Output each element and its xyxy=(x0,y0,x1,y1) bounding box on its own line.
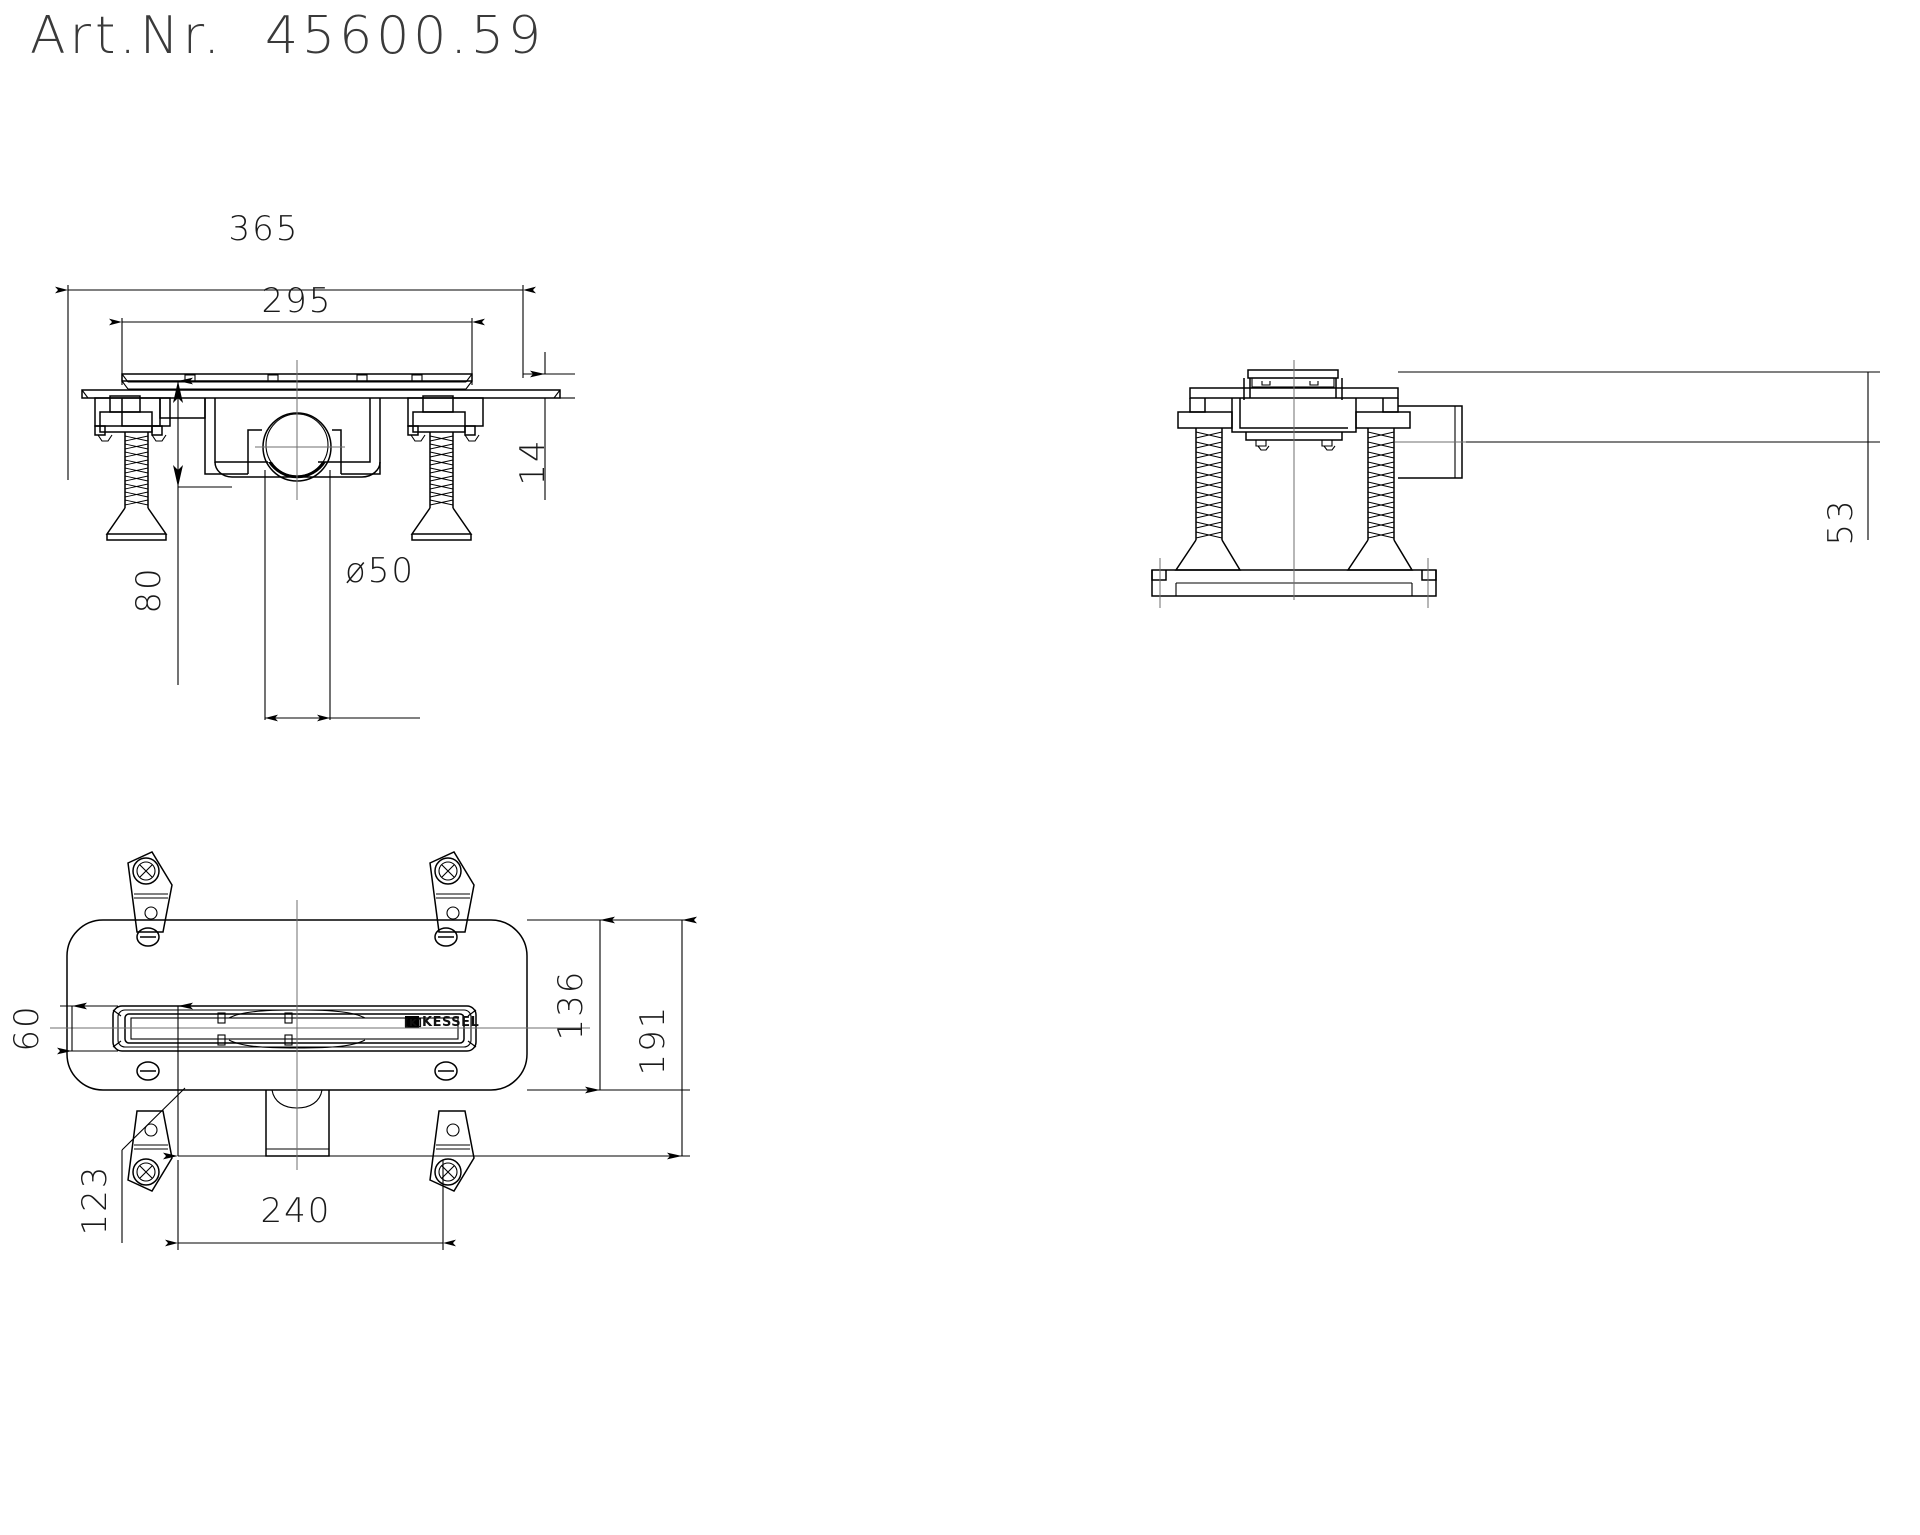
channel-body xyxy=(121,398,381,482)
adjustable-foot-left xyxy=(94,395,171,541)
kessel-logo-text: KESSEL xyxy=(422,1015,479,1030)
dimension-53 xyxy=(1398,371,1880,540)
threaded-rod-right xyxy=(429,432,454,508)
dim-label-191: 191 xyxy=(633,1005,673,1076)
adjustable-foot-right xyxy=(407,395,484,541)
dimension-80 xyxy=(173,377,232,685)
dim-label-136: 136 xyxy=(551,970,591,1041)
flange-plate xyxy=(81,389,561,399)
side-foot-left xyxy=(1174,428,1242,571)
side-elevation-view xyxy=(1151,360,1880,608)
bracket-bottom-right xyxy=(429,1110,475,1192)
dimension-240 xyxy=(163,1002,690,1250)
plan-view: [K] KESSEL xyxy=(50,851,697,1250)
page-title: Art.Nr. 45600.59 xyxy=(30,6,546,66)
kessel-logo: [K] KESSEL xyxy=(404,1015,479,1030)
dim-label-60: 60 xyxy=(7,1004,47,1051)
plan-screws xyxy=(136,927,458,1081)
dimension-60 xyxy=(57,1002,118,1055)
bracket-bottom-left xyxy=(127,1110,173,1192)
dim-label-365: 365 xyxy=(229,209,300,249)
dimension-365 xyxy=(55,285,536,480)
dim-label-240: 240 xyxy=(261,1191,332,1231)
svg-text:[K]: [K] xyxy=(404,1018,422,1029)
front-elevation-view xyxy=(55,285,575,722)
dimension-labels: 365 295 14 80 ø50 53 60 136 191 123 240 xyxy=(7,209,1861,1235)
dimension-14 xyxy=(523,352,575,500)
dim-label-d50: ø50 xyxy=(345,551,415,591)
dim-label-123: 123 xyxy=(75,1165,115,1236)
dim-label-295: 295 xyxy=(262,281,333,321)
dim-label-14: 14 xyxy=(513,438,553,485)
side-foot-right xyxy=(1346,428,1414,571)
side-grate xyxy=(1243,369,1343,400)
threaded-rod-left xyxy=(124,432,149,508)
dim-label-80: 80 xyxy=(129,566,169,613)
dimension-d50 xyxy=(264,470,420,722)
dim-label-53: 53 xyxy=(1821,498,1861,545)
side-body xyxy=(1177,387,1463,479)
